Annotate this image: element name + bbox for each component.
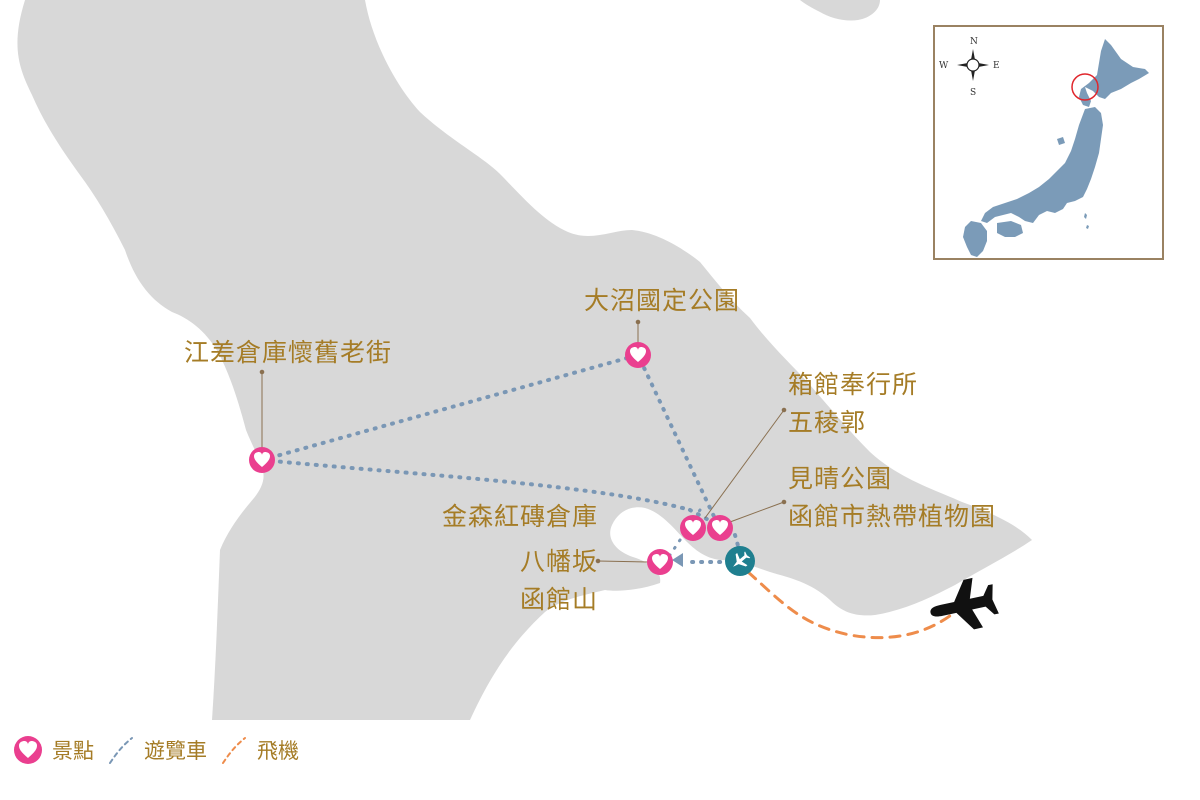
sado-island	[1057, 137, 1065, 145]
label-ezashi: 江差倉庫懷舊老街	[183, 338, 392, 367]
bus-route-swatch	[109, 737, 133, 764]
japan-inset-svg: N S E W	[939, 37, 1149, 257]
label-onuma: 大沼國定公園	[583, 286, 740, 315]
label-leaders	[259, 319, 787, 564]
leader-dot-magistrate	[781, 407, 787, 413]
heart-icon	[652, 554, 668, 569]
leader-dot-miharashi	[781, 499, 787, 505]
legend-attraction: 景點	[12, 734, 94, 766]
bus-route-arrow	[672, 553, 683, 567]
shikoku	[997, 221, 1023, 237]
airplane-icon	[930, 577, 999, 630]
hokkaido	[1079, 39, 1149, 107]
flight-route-swatch	[222, 737, 246, 764]
leader-hachiman	[597, 560, 649, 563]
marker-ezashi[interactable]	[249, 447, 275, 473]
japan-inset-map: N S E W	[933, 25, 1164, 260]
heart-icon	[685, 520, 701, 535]
leader-dot-onuma	[635, 319, 641, 325]
marker-onuma[interactable]	[625, 342, 651, 368]
heart-icon	[630, 347, 646, 362]
hakodate-highlight-circle	[1071, 73, 1099, 101]
legend-bus: 遊覽車	[106, 734, 207, 766]
attraction-markers	[249, 342, 733, 575]
label-hachiman: 八幡坂 函館山	[519, 547, 598, 614]
heart-icon	[254, 452, 270, 467]
legend-attraction-label: 景點	[52, 739, 94, 763]
compass-e: E	[993, 61, 1000, 71]
kyushu	[963, 221, 987, 257]
legend-flight: 飛機	[219, 734, 299, 766]
flight-route	[746, 570, 957, 640]
label-kanemori: 金森紅磚倉庫	[441, 502, 598, 531]
japan-silhouette	[963, 39, 1149, 257]
airplane-icon	[733, 551, 751, 567]
land-mass	[17, 0, 1032, 720]
northern-coast-fragment	[800, 0, 880, 21]
compass-s: S	[970, 88, 976, 98]
compass-w: W	[939, 61, 949, 71]
leader-magistrate	[704, 409, 785, 519]
legend-bus-label: 遊覽車	[144, 739, 207, 763]
leader-dot-ezashi	[259, 369, 265, 375]
compass-n: N	[970, 37, 978, 47]
marker-kanemori[interactable]	[680, 515, 706, 541]
airport-marker[interactable]	[725, 546, 755, 576]
label-hakodate-magistrate: 箱館奉行所 五稜郭	[788, 370, 919, 437]
marker-magistrate[interactable]	[707, 515, 733, 541]
legend-flight-label: 飛機	[257, 739, 299, 763]
honshu	[981, 107, 1103, 223]
leader-dot-hachiman	[595, 558, 601, 564]
legend: 景點 遊覽車 飛機	[12, 730, 299, 770]
heart-icon	[712, 520, 728, 535]
label-miharashi: 見晴公園 函館市熱帶植物園	[788, 464, 997, 531]
heart-icon	[14, 736, 42, 764]
compass-icon: N S E W	[939, 37, 1000, 98]
leader-miharashi	[729, 501, 785, 523]
oshima-peninsula	[17, 0, 1032, 720]
marker-hachiman[interactable]	[647, 549, 673, 575]
southern-islands	[1084, 213, 1089, 229]
